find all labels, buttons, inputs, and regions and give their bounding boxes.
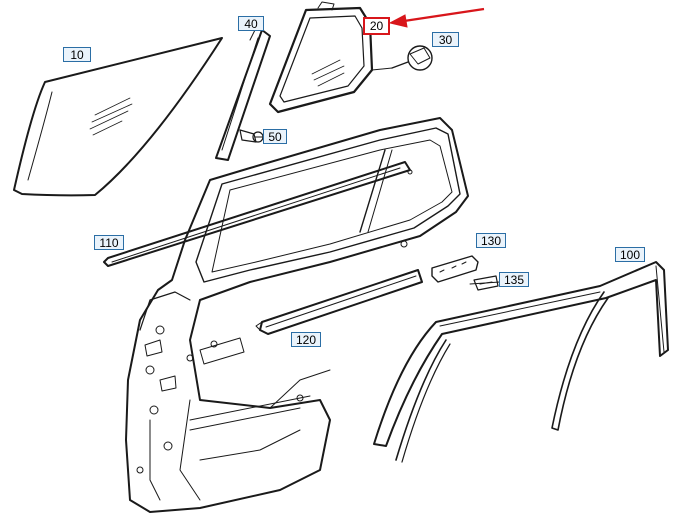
callout-10: 10 xyxy=(63,47,91,62)
belt-seal-part-110 xyxy=(103,161,411,267)
door-glass-part-10 xyxy=(13,37,223,197)
callout-110: 110 xyxy=(94,235,124,250)
window-frame-seal-part-100 xyxy=(373,261,669,463)
callout-30: 30 xyxy=(432,32,459,47)
bracket-part-130 xyxy=(431,255,479,283)
quarter-glass-part-20 xyxy=(268,1,393,114)
highlight-arrow xyxy=(388,7,485,28)
callout-50: 50 xyxy=(263,129,287,144)
callout-40: 40 xyxy=(238,16,264,31)
callout-135: 135 xyxy=(499,272,529,287)
callout-20-highlighted: 20 xyxy=(363,17,390,35)
callout-100: 100 xyxy=(615,247,645,262)
callout-120: 120 xyxy=(291,332,321,347)
callout-130: 130 xyxy=(476,233,506,248)
belt-seal-part-120 xyxy=(255,269,423,335)
door-shell xyxy=(125,117,469,513)
nut-part-30 xyxy=(391,45,433,71)
clip-part-50 xyxy=(239,129,266,143)
leader-lines xyxy=(254,136,501,285)
